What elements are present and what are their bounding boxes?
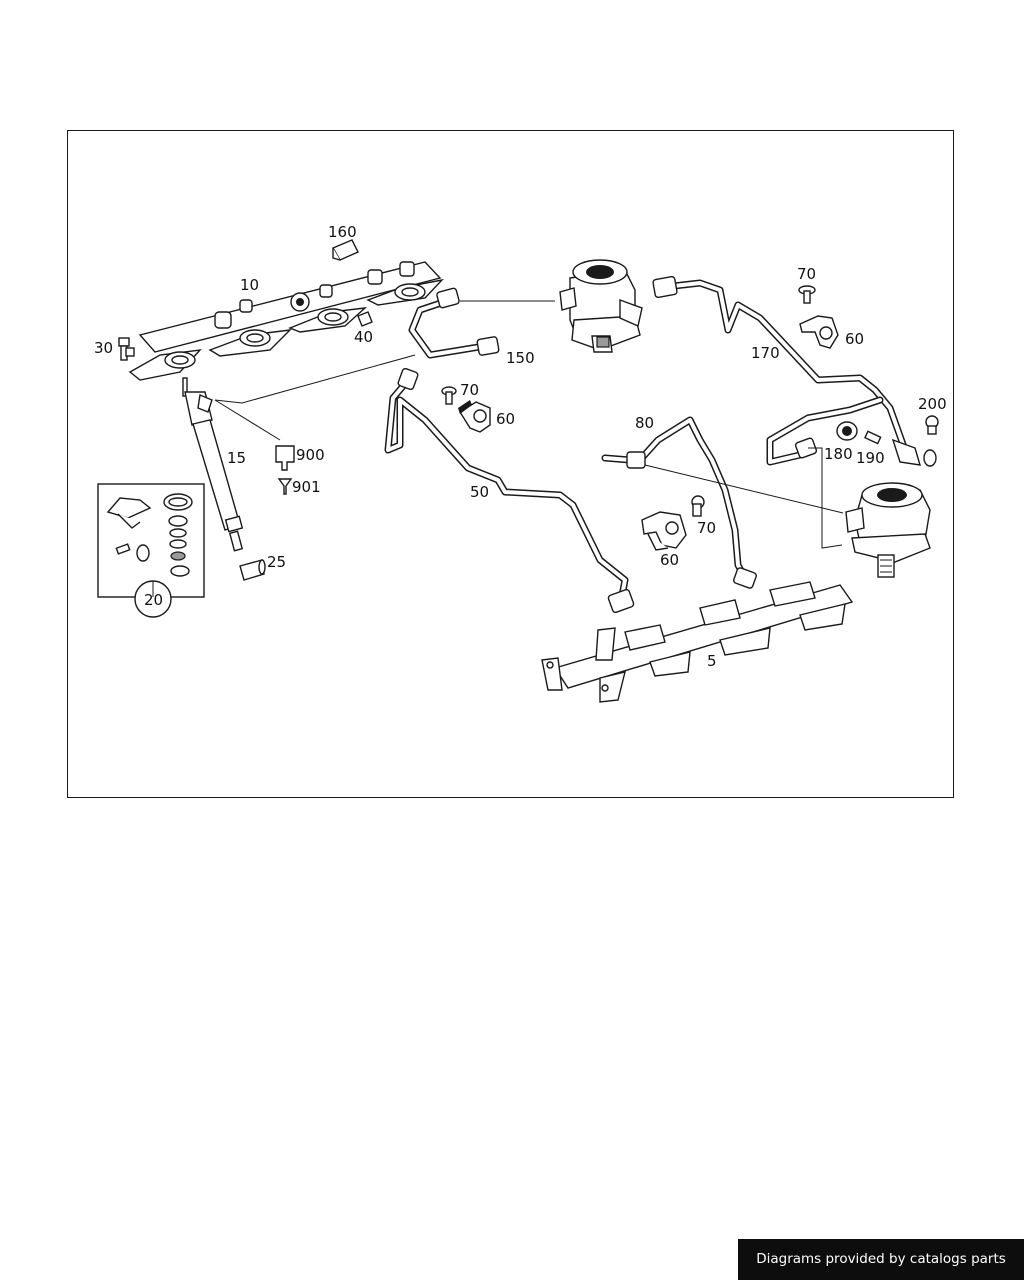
pipe-80[interactable]	[601, 416, 757, 589]
label-60-left: 60	[496, 410, 515, 428]
label-5: 5	[707, 652, 717, 670]
callout-labels: 5 10 15 20 25 30 40 50 60 60 60 70 70 70…	[94, 223, 947, 670]
label-200: 200	[918, 395, 947, 413]
injector-15[interactable]	[182, 377, 244, 552]
label-15: 15	[227, 449, 246, 467]
bolt-70-left[interactable]	[441, 386, 457, 405]
plug-900[interactable]	[275, 445, 295, 471]
label-180: 180	[824, 445, 853, 463]
label-80: 80	[635, 414, 654, 432]
screw-901[interactable]	[277, 478, 293, 495]
label-50: 50	[470, 483, 489, 501]
bracket-60-upper-right[interactable]	[799, 315, 839, 349]
clip-40[interactable]	[357, 311, 373, 327]
label-40: 40	[354, 328, 373, 346]
bolt-70-upper-right[interactable]	[798, 285, 816, 304]
label-70-upper-right: 70	[797, 265, 816, 283]
label-10: 10	[240, 276, 259, 294]
bracket-60-left[interactable]	[458, 400, 491, 433]
valve-190[interactable]	[864, 430, 882, 445]
label-20: 20	[144, 591, 163, 609]
label-901: 901	[292, 478, 321, 496]
fuel-rail-upper[interactable]	[128, 261, 444, 381]
label-60-upper-right: 60	[845, 330, 864, 348]
label-160: 160	[328, 223, 357, 241]
label-60-middle: 60	[660, 551, 679, 569]
seal-180[interactable]	[836, 421, 858, 441]
pipe-170[interactable]	[652, 276, 937, 467]
pump-lower[interactable]	[845, 482, 931, 578]
label-25: 25	[267, 553, 286, 571]
bolt-70-middle[interactable]	[691, 495, 705, 517]
fuel-rail-lower[interactable]	[541, 581, 854, 703]
label-170: 170	[751, 344, 780, 362]
clip-160[interactable]	[331, 239, 359, 261]
leader-lines	[152, 300, 844, 597]
label-30: 30	[94, 339, 113, 357]
pipe-50[interactable]	[384, 367, 635, 614]
bolt-30[interactable]	[118, 337, 135, 361]
cap-25[interactable]	[239, 559, 266, 581]
label-190: 190	[856, 449, 885, 467]
label-70-left: 70	[460, 381, 479, 399]
attribution-badge: Diagrams provided by catalogs parts	[738, 1239, 1024, 1280]
cap-200[interactable]	[925, 415, 939, 435]
label-70-middle: 70	[697, 519, 716, 537]
seal-kit-20[interactable]	[97, 483, 205, 618]
pipe-150[interactable]	[408, 287, 500, 359]
pump-upper[interactable]	[559, 259, 643, 353]
label-900: 900	[296, 446, 325, 464]
bracket-60-middle[interactable]	[641, 511, 687, 551]
label-150: 150	[506, 349, 535, 367]
